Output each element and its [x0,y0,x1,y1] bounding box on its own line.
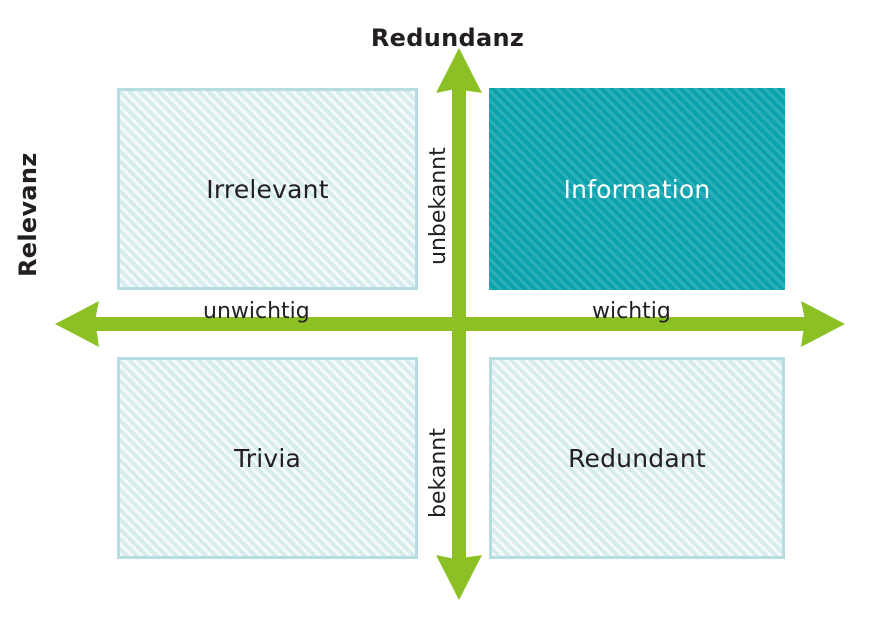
quadrant-information[interactable]: Information [489,88,785,290]
quadrant-trivia[interactable]: Trivia [117,357,418,559]
quadrant-redundant[interactable]: Redundant [489,357,785,559]
horizontal-axis-title: Relevanz [14,152,42,277]
axis-tick-wichtig: wichtig [592,299,671,324]
axis-tick-unbekannt: unbekannt [426,147,451,265]
quadrant-label-irrelevant: Irrelevant [206,174,329,204]
horizontal-axis-arrow [55,301,845,347]
quadrant-label-information: Information [563,174,711,204]
quadrant-label-redundant: Redundant [568,443,706,473]
axis-tick-unwichtig: unwichtig [203,299,310,324]
axis-tick-bekannt: bekannt [426,428,451,518]
vertical-axis-title: Redundanz [370,24,525,52]
quadrant-label-trivia: Trivia [233,443,302,473]
quadrant-irrelevant[interactable]: Irrelevant [117,88,418,290]
vertical-axis-arrow [436,48,482,600]
